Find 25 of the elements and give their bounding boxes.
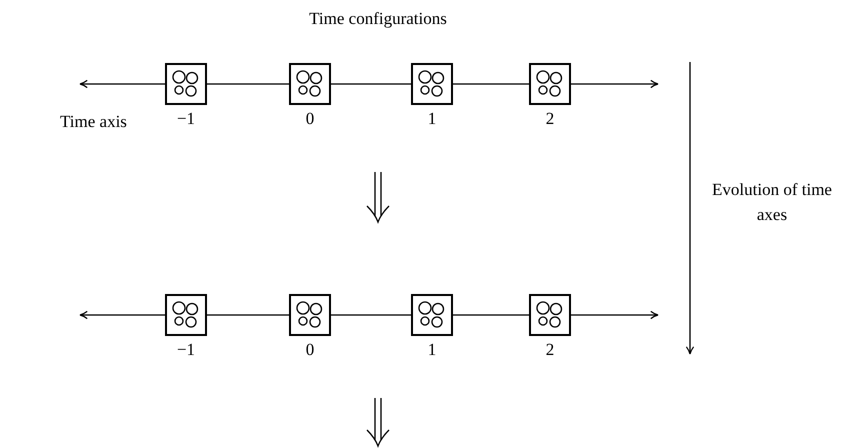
configuration-box [411,63,453,105]
configuration-box [165,294,207,336]
diagram-heading: Time configurations [309,10,447,29]
connector-line [207,314,289,316]
index-label: 1 [428,341,436,360]
configuration-box [529,294,571,336]
connector-line [331,314,411,316]
index-label: −1 [176,341,196,360]
annotation-text: Evolution of time axes [712,179,832,226]
connector-line [207,83,289,85]
index-label: −1 [176,110,196,129]
index-label: 0 [306,341,314,360]
configuration-box [165,63,207,105]
index-label: 1 [428,110,436,129]
configuration-box [289,294,331,336]
configuration-box [289,63,331,105]
connector-line [331,83,411,85]
configuration-box [411,294,453,336]
connector-line [453,83,529,85]
connector-line [453,314,529,316]
index-label: 0 [306,110,314,129]
axis-label: Time axis [60,113,127,132]
index-label: 2 [546,110,554,129]
index-label: 2 [546,341,554,360]
configuration-box [529,63,571,105]
